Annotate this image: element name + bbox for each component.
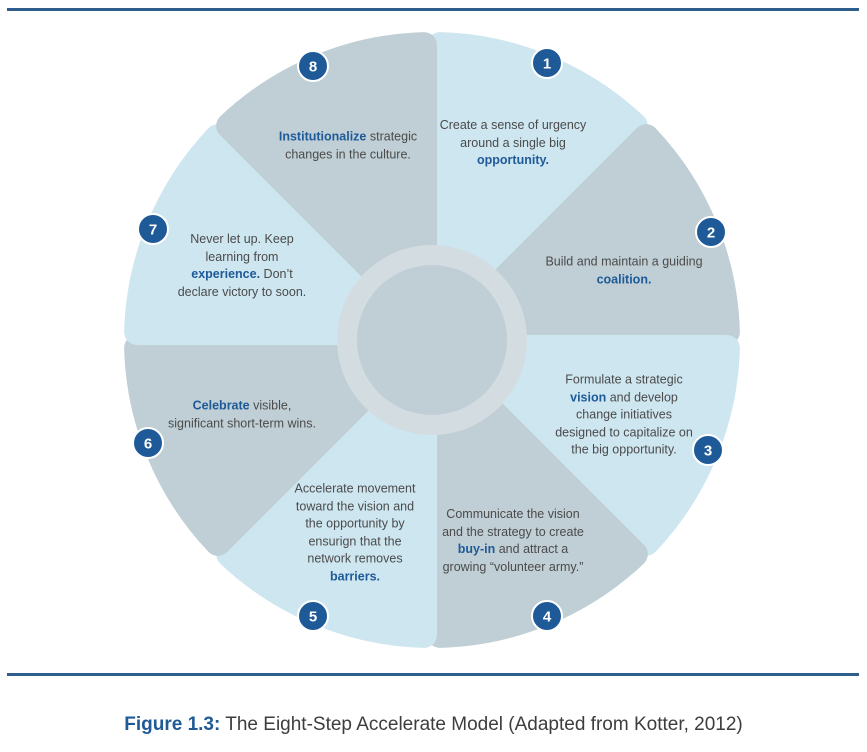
- step-5-number: 5: [309, 609, 317, 626]
- step-3-text: Formulate a strategic vision and develop…: [555, 372, 693, 457]
- step-6-text: Celebrate visible, significant short-ter…: [168, 398, 316, 431]
- step-2-text: Build and maintain a guiding coalition.: [545, 254, 703, 287]
- step-6-number: 6: [144, 436, 152, 453]
- step-3-number: 3: [704, 443, 712, 460]
- step-1-text: Create a sense of urgency around a singl…: [439, 117, 587, 167]
- step-2-badge-circle: [695, 216, 727, 248]
- step-4-badge-circle: [531, 600, 563, 632]
- step-5-text: Accelerate movement toward the vision an…: [294, 481, 416, 584]
- step-8-badge: 8: [297, 50, 329, 82]
- figure-label: Figure 1.3:: [124, 714, 221, 735]
- step-4-badge: 4: [531, 600, 563, 632]
- step-8-badge-circle: [297, 50, 329, 82]
- step-3-badge-circle: [692, 434, 724, 466]
- step-2-badge: 2: [695, 216, 727, 248]
- step-6-badge: 6: [132, 427, 164, 459]
- step-7-number: 7: [149, 222, 157, 239]
- step-4-number: 4: [543, 609, 552, 626]
- step-1-number: 1: [543, 56, 551, 73]
- step-1-badge: 1: [531, 47, 563, 79]
- step-3-badge: 3: [692, 434, 724, 466]
- step-8-number: 8: [309, 59, 317, 76]
- step-8-text: Institutionalize strategic changes in th…: [278, 129, 418, 162]
- step-2-number: 2: [707, 225, 715, 242]
- accelerate-model-wheel: 1 2 3 4 5 6 7 8: [124, 32, 740, 648]
- step-6-badge-circle: [132, 427, 164, 459]
- hub-center: [357, 265, 507, 415]
- step-4-text: Communicate the vision and the strategy …: [442, 507, 584, 574]
- step-5-badge-circle: [297, 600, 329, 632]
- figure-title: The Eight-Step Accelerate Model (Adapted…: [225, 714, 743, 735]
- top-rule: [7, 8, 859, 11]
- figure-caption: Figure 1.3: The Eight-Step Accelerate Mo…: [0, 714, 867, 736]
- step-1-badge-circle: [531, 47, 563, 79]
- step-7-badge: 7: [137, 213, 169, 245]
- bottom-rule: [7, 673, 859, 676]
- step-5-badge: 5: [297, 600, 329, 632]
- step-7-text: Never let up. Keep learning from experie…: [177, 232, 307, 299]
- step-7-badge-circle: [137, 213, 169, 245]
